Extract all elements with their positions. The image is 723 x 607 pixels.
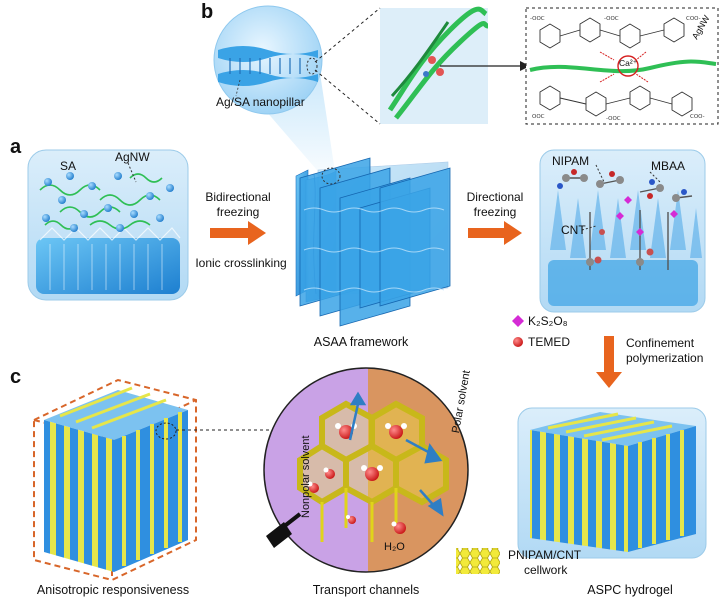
sa-agnw-container [27,149,189,301]
k2s2o8-label: K₂S₂O₈ [528,314,568,328]
agnw-label: AgNW [115,150,150,164]
svg-text:COO-: COO- [690,114,705,120]
water-label: H₂O [384,541,405,553]
anisotropic-caption: Anisotropic responsiveness [36,583,190,597]
cellwork-label-line2: cellwork [524,563,568,577]
arrow1-text-mid: freezing [216,205,260,219]
transport-channels [263,367,469,573]
sa-label: SA [60,159,77,173]
nonpolar-solvent-label: Nonpolar solvent [300,435,312,518]
agnw-pointer [127,162,137,183]
panel-label-b: b [201,1,214,23]
svg-text:-OOC: -OOC [530,16,545,22]
transport-caption: Transport channels [312,583,420,597]
aspc-hydrogel-cube [517,407,707,559]
arrow3-text-top: Confinement [626,336,695,350]
panel-label-a: a [10,136,22,158]
pnipam-cnt-cellwork-icon [456,548,500,574]
framework-sheets [299,157,451,327]
nanopillar-zoom [213,5,335,176]
aspc-caption: ASPC hydrogel [587,583,673,597]
molecular-structure-box: -OOC -OOC COO- OOC -OOC COO- [525,7,719,125]
temed-label: TEMED [528,335,570,349]
process-arrows [210,221,622,388]
cellwork-label-line1: PNIPAM/CNT [508,548,582,562]
arrow2-text-mid: freezing [473,205,517,219]
svg-text:-OOC: -OOC [604,16,619,22]
temed-legend-icon [513,337,523,347]
arrow2-text-top: Directional [466,190,524,204]
asaa-framework [295,157,451,327]
ca-label: Ca²⁺ [619,58,638,68]
water-molecules [307,423,407,534]
cnt-label: CNT [561,223,586,237]
arrow-step3 [596,336,622,388]
panel-label-c: c [10,366,22,388]
svg-text:OOC: OOC [532,114,545,120]
ice-lamellae [36,227,181,294]
monomer-filled-gel [539,149,706,313]
arrow1-text-top: Bidirectional [205,190,271,204]
arrow-step1 [210,221,266,245]
arrow1-text-bottom: Ionic crosslinking [195,256,287,270]
asaa-framework-caption: ASAA framework [313,335,409,349]
nipam-label: NIPAM [552,154,590,168]
anisotropic-cube [33,378,292,582]
arrow3-text-bottom: polymerization [626,351,704,365]
nanopillar-label: Ag/SA nanopillar [216,95,305,109]
sa-particles [42,172,174,232]
svg-text:COO-: COO- [686,16,701,22]
k2s2o8-legend-icon [512,315,524,327]
arrow-step2 [468,221,522,245]
mbaa-label: MBAA [651,159,686,173]
svg-text:-OOC: -OOC [606,116,621,122]
agnw-sa-zoom-box [314,6,530,125]
camera-icon [266,522,292,548]
